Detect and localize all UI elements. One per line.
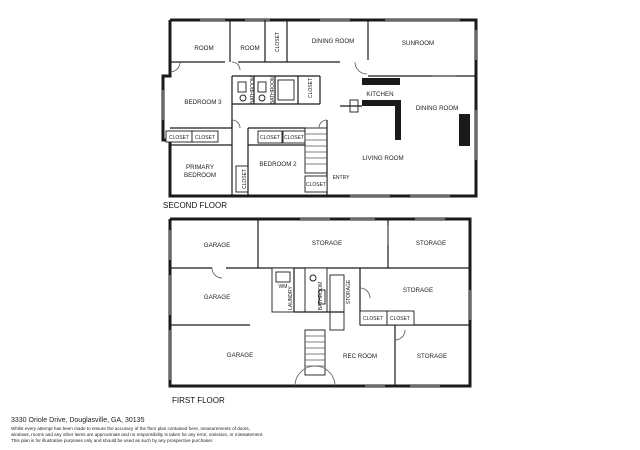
second-floor-title: SECOND FLOOR bbox=[163, 201, 227, 210]
storage-label: STORAGE bbox=[346, 279, 352, 304]
bathroom-label: BATHROOM bbox=[318, 282, 324, 311]
storage-label: STORAGE bbox=[416, 240, 446, 247]
entry-label: ENTRY bbox=[333, 175, 351, 181]
bathroom-label: BATHROOM bbox=[250, 76, 256, 105]
disclaimer-line: Whilst every attempt has been made to en… bbox=[11, 426, 251, 431]
living-room-label: LIVING ROOM bbox=[362, 155, 403, 162]
bedroom-2-label: BEDROOM 2 bbox=[259, 161, 297, 168]
wm-label: WM bbox=[279, 284, 288, 290]
bedroom-3-label: BEDROOM 3 bbox=[184, 99, 222, 106]
storage-label: STORAGE bbox=[403, 287, 433, 294]
closet-label: CLOSET bbox=[195, 135, 215, 141]
closet-label: CLOSET bbox=[242, 169, 248, 189]
dining-room-label: DINING ROOM bbox=[416, 105, 459, 112]
room-label: ROOM bbox=[194, 45, 213, 52]
disclaimer-line: windows, rooms and any other items are a… bbox=[11, 432, 264, 437]
bathroom-label: BATHROOM bbox=[270, 76, 276, 105]
storage-label: STORAGE bbox=[417, 353, 447, 360]
rec-room-label: REC ROOM bbox=[343, 353, 377, 360]
garage-label: GARAGE bbox=[227, 352, 253, 359]
first-floor-title: FIRST FLOOR bbox=[172, 396, 225, 405]
closet-label: CLOSET bbox=[169, 135, 189, 141]
closet-label: CLOSET bbox=[260, 135, 280, 141]
kitchen-label: KITCHEN bbox=[366, 91, 393, 98]
garage-label: GARAGE bbox=[204, 294, 230, 301]
second-floor-plan: ROOM ROOM DINING ROOM SUNROOM KITCHEN DI… bbox=[161, 18, 478, 210]
sunroom-label: SUNROOM bbox=[402, 40, 434, 47]
first-floor-plan: GARAGE GARAGE GARAGE STORAGE STORAGE WM … bbox=[168, 217, 472, 405]
closet-label: CLOSET bbox=[363, 316, 383, 322]
primary-bedroom-label: PRIMARY bbox=[186, 164, 214, 171]
storage-label: STORAGE bbox=[312, 240, 342, 247]
closet-label: CLOSET bbox=[275, 32, 281, 52]
laundry-label: LAUNDRY bbox=[288, 285, 294, 309]
garage-label: GARAGE bbox=[204, 242, 230, 249]
closet-label: CLOSET bbox=[306, 182, 326, 188]
property-address: 3330 Oriole Drive, Douglasville, GA, 301… bbox=[11, 417, 145, 424]
closet-label: CLOSET bbox=[308, 78, 314, 98]
closet-label: CLOSET bbox=[390, 316, 410, 322]
closet-label: CLOSET bbox=[284, 135, 304, 141]
primary-bedroom-label: BEDROOM bbox=[184, 172, 216, 179]
dining-room-label: DINING ROOM bbox=[312, 38, 355, 45]
room-label: ROOM bbox=[240, 45, 259, 52]
disclaimer-line: This plan is for illustrative purposes o… bbox=[11, 438, 214, 443]
